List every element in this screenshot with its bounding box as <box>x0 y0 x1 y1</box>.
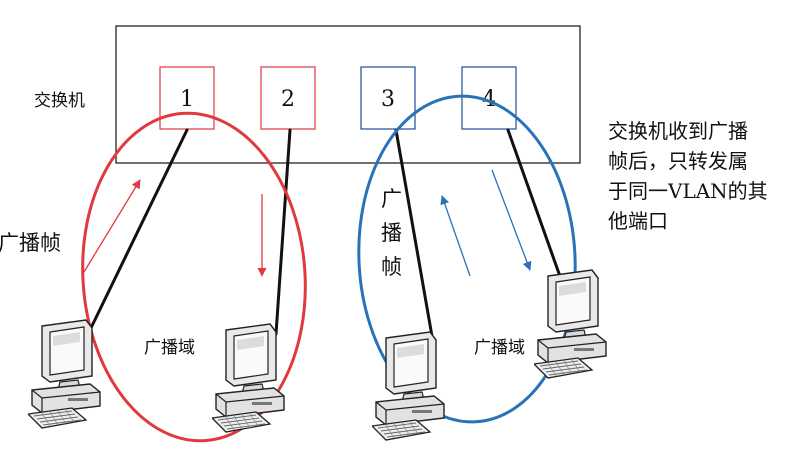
computer-icon <box>372 331 445 441</box>
broadcast-frame-right-char: 播 <box>381 221 402 245</box>
computer-icon <box>212 323 285 433</box>
broadcast-domain-red <box>81 111 307 443</box>
arrow-blue-down <box>491 169 532 271</box>
link-port1-pc1 <box>88 128 189 332</box>
broadcast-frame-right-char: 广 <box>381 187 402 211</box>
port-4-box <box>461 66 517 130</box>
arrow-red-up <box>83 179 141 273</box>
broadcast-domain-left-label: 广播域 <box>144 338 195 358</box>
broadcast-domain-blue <box>357 94 577 424</box>
switch-label: 交换机 <box>34 91 85 111</box>
port-2-box <box>260 66 316 130</box>
port-1: 1 <box>159 66 215 130</box>
switch-note-line: 帧后，只转发属 <box>608 149 748 173</box>
port-4: 4 <box>461 66 517 130</box>
link-port4-pc4 <box>506 128 564 284</box>
links <box>88 128 564 344</box>
port-3: 3 <box>360 66 416 130</box>
broadcast-frame-right-char: 帧 <box>381 255 402 279</box>
port-2-label: 2 <box>281 87 295 112</box>
computer-icon <box>534 269 607 379</box>
link-port3-pc3 <box>394 128 435 344</box>
ports: 1 2 3 4 <box>159 66 517 130</box>
port-2: 2 <box>260 66 316 130</box>
switch-box <box>115 25 581 164</box>
broadcast-frame-right-label: 广 播 帧 <box>381 187 409 279</box>
broadcast-domain-right-label: 广播域 <box>474 338 525 358</box>
switch-note: 交换机收到广播 帧后，只转发属 于同一VLAN的其 他端口 <box>608 119 774 233</box>
port-3-box <box>360 66 416 130</box>
link-port2-pc2 <box>274 128 292 336</box>
switch-note-line: 交换机收到广播 <box>608 119 748 143</box>
computer-icon <box>28 319 101 429</box>
broadcast-frame-left-label: 广播帧 <box>0 231 61 255</box>
switch: 交换机 <box>34 25 581 164</box>
switch-note-line: 于同一VLAN的其 <box>608 179 768 203</box>
switch-note-line: 他端口 <box>608 209 668 233</box>
arrow-blue-up <box>440 195 471 277</box>
port-1-label: 1 <box>180 87 194 112</box>
port-3-label: 3 <box>381 87 395 112</box>
port-4-label: 4 <box>482 87 496 112</box>
